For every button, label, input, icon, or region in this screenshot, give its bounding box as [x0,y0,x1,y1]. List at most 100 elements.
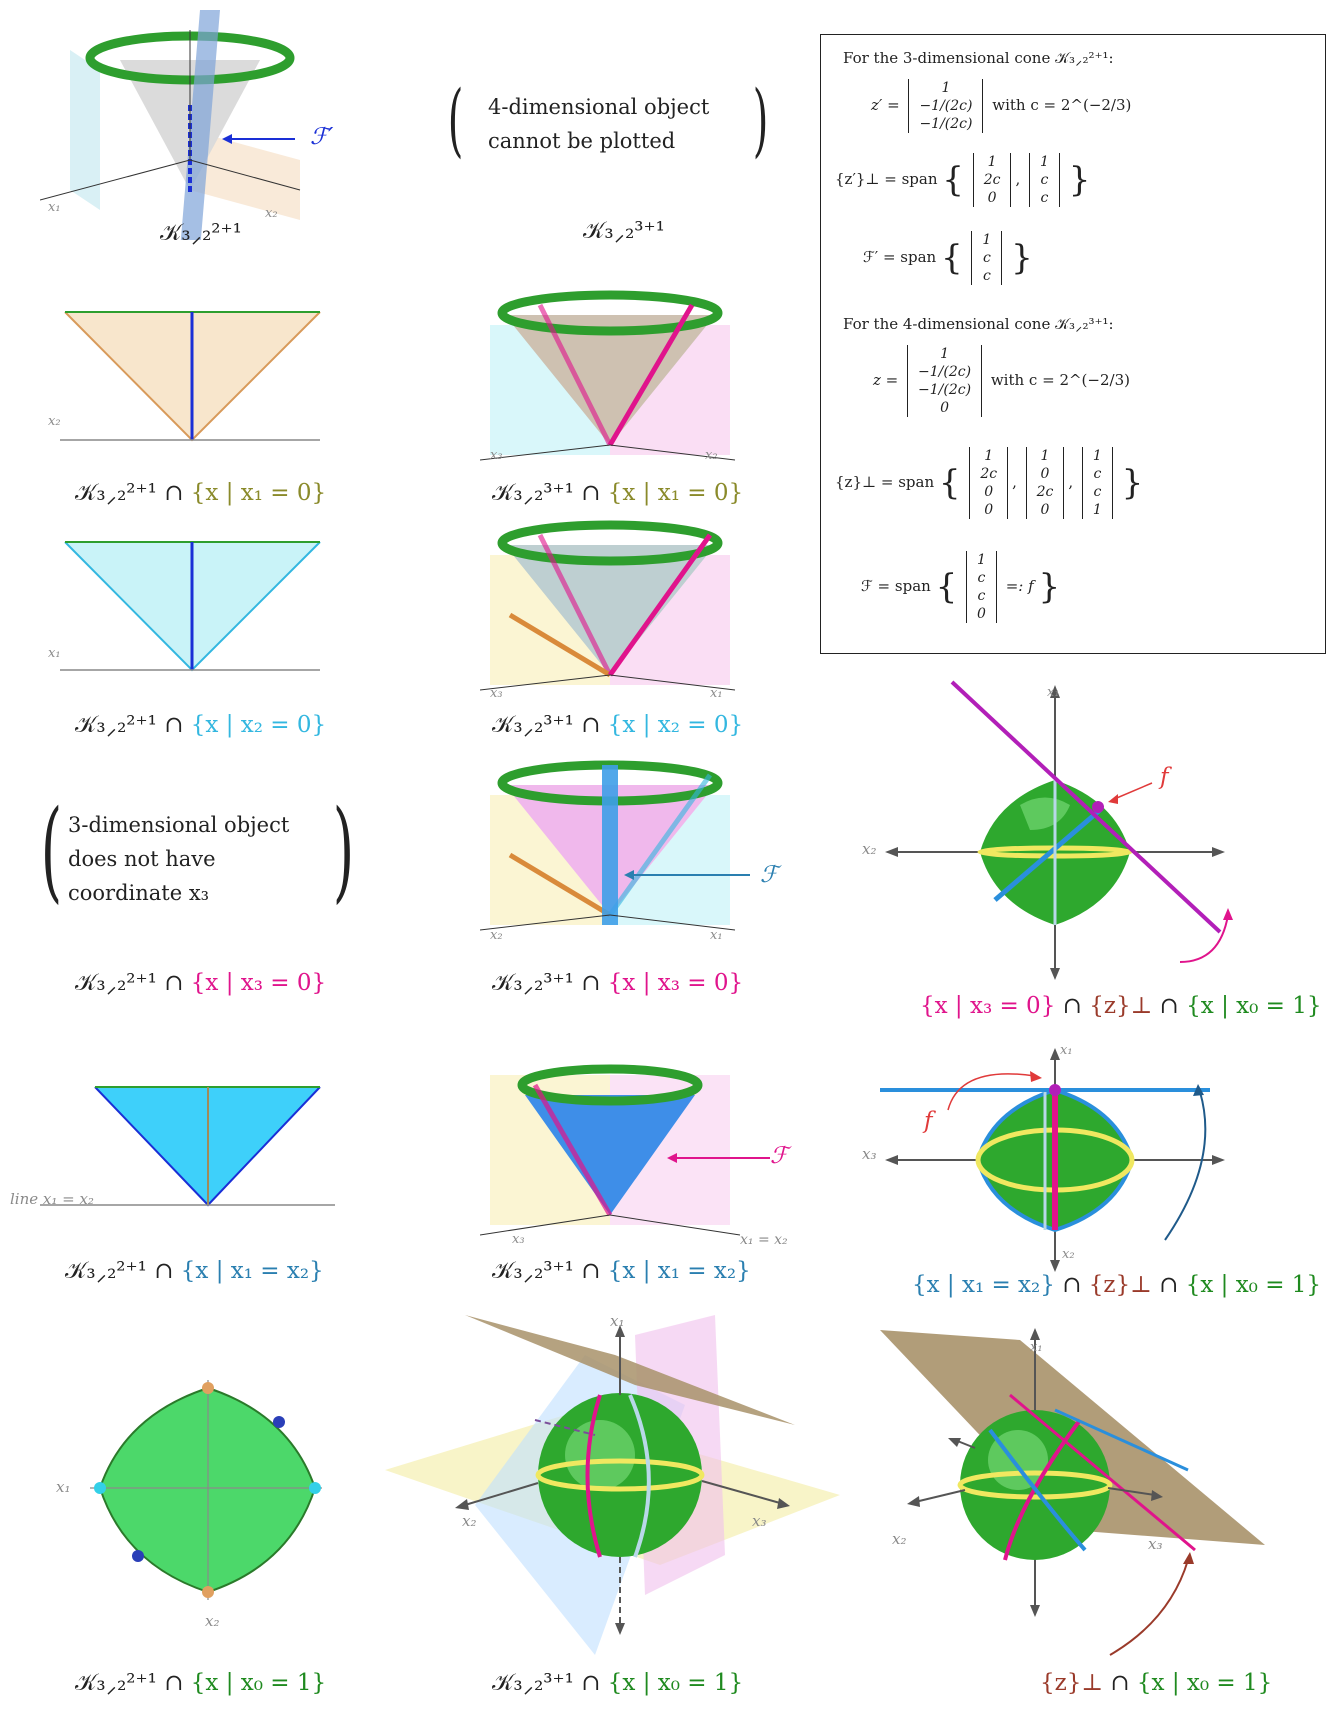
col3-perp-label: {z}⊥ ∩ {x | x₀ = 1} [1040,1670,1272,1696]
fprime-definition: ℱ′ = span { 1 c c } [863,231,1033,285]
vec-entry: 0 [1040,466,1050,482]
slice-k21-x3-label: 𝒦₃⸝₂²⁺¹ ∩ {x | x₃ = 0} [75,970,326,996]
vec-entry: 1 [984,448,994,464]
vec-entry: 1 [1040,154,1049,170]
axis-label-x3: x₃ [490,448,503,463]
set-x1-zero: {x | x₁ = 0} [607,480,744,506]
axis-label-x1: x₁ [1060,1043,1073,1058]
open-brace: { [935,567,958,607]
cone-k21-figure [39,10,340,250]
note-left-paren: ( [447,73,464,166]
line-x1-eq-x2-label: line x₁ = x₂ [10,1190,94,1208]
axis-label-x1: x₁ [710,686,723,701]
slice-k31-x3-figure [479,755,780,955]
cap-symbol: ∩ [1054,1272,1089,1298]
axis-label-x1: x₁ [610,1312,625,1330]
col3-diag-label: {x | x₁ = x₂} ∩ {z}⊥ ∩ {x | x₀ = 1} [912,1272,1321,1298]
slice-k31-x1-figure [479,285,740,475]
set-x0-one: {x | x₀ = 1} [1136,1670,1273,1696]
fprime-lhs: ℱ′ = span [863,248,937,266]
vec-entry: 1 [1092,448,1102,464]
set-x0-one: {x | x₀ = 1} [1185,1272,1322,1298]
vec-entry: 1 [982,232,992,248]
zprime-definition: z′ = 1 −1/(2c) −1/(2c) with c = 2^(−2/3) [871,79,1131,133]
z-vector: 1 −1/(2c) −1/(2c) 0 [907,345,983,417]
slice-k21-x0-figure [60,1370,340,1630]
zprime-lhs: z′ = [871,96,900,114]
set-x1-eq-x2: {x | x₁ = x₂} [607,1258,751,1284]
zprime-perp-vector-1: 1 2c 0 [972,153,1012,207]
axis-label-x2: x₂ [1062,1247,1075,1262]
close-brace: } [1121,463,1144,503]
vec-entry: 1 [940,346,949,362]
z-perp-lhs: {z}⊥ = span [835,473,935,491]
F-vector: 1 c c 0 [966,551,997,623]
axis-label-x2: x₂ [862,840,877,858]
box-heading-3d: For the 3-dimensional cone 𝒦₃⸝₂²⁺¹: [843,49,1114,67]
vec-entry: c [982,250,991,266]
cone-name: 𝒦₃⸝₂³⁺¹ ∩ [492,1670,608,1696]
z-perp-definition: {z}⊥ = span { 1 2c 0 0 , 1 0 2c 0 , 1 c … [835,447,1144,519]
with-c: with c = 2^(−2/3) [990,371,1130,389]
vec-entry: 2c [1036,484,1054,500]
axis-label-x3: x₃ [862,1145,877,1163]
cap-symbol: ∩ [1103,1670,1137,1696]
z-perp: {z}⊥ [1089,993,1153,1019]
axis-label-x2: x₂ [490,928,503,943]
cone-name: 𝒦₃⸝₂³⁺¹ ∩ [492,480,608,506]
slice-k21-x1-label: 𝒦₃⸝₂²⁺¹ ∩ {x | x₁ = 0} [75,480,326,506]
vec-entry: 2c [980,466,998,482]
set-x0-one: {x | x₀ = 1} [1186,993,1322,1019]
cone-k21-label: 𝒦₃⸝₂²⁺¹ [160,220,242,246]
slice-k31-diag-label: 𝒦₃⸝₂³⁺¹ ∩ {x | x₁ = x₂} [492,1258,751,1284]
vec-entry: 1 [977,552,986,568]
zprime-vector: 1 −1/(2c) −1/(2c) [908,79,984,133]
cone-name: 𝒦₃⸝₂²⁺¹ ∩ [75,480,191,506]
z-definition: z = 1 −1/(2c) −1/(2c) 0 with c = 2^(−2/3… [873,345,1130,417]
no-x3-note: 3-dimensional object does not have coord… [68,808,289,910]
cap-symbol: ∩ [1152,993,1187,1019]
cone-name: 𝒦₃⸝₂³⁺¹ ∩ [492,712,608,738]
cone-name: 𝒦₃⸝₂³⁺¹ ∩ [492,970,608,996]
close-brace: } [1068,160,1091,200]
axis-label-x3: x₃ [1148,1535,1163,1553]
vec-entry: c [1040,190,1049,206]
axis-label-x1: x₁ [710,928,723,943]
vec-entry: 1 [1092,502,1102,518]
axis-label-x1: x₁ [48,646,61,661]
close-brace: } [1011,238,1033,278]
axis-label-x2: x₂ [462,1512,477,1530]
vec-entry: c [977,588,986,604]
open-brace: { [938,463,961,503]
fprime-vector: 1 c c [971,231,1003,285]
slice-k21-x2-label: 𝒦₃⸝₂²⁺¹ ∩ {x | x₂ = 0} [75,712,326,738]
vec-entry: 0 [984,502,994,518]
col3-x3-ball-figure [860,670,1330,990]
slice-k21-x1-figure [40,300,340,450]
slice-k31-x2-label: 𝒦₃⸝₂³⁺¹ ∩ {x | x₂ = 0} [492,712,743,738]
cone-k31-label: 𝒦₃⸝₂³⁺¹ [583,218,665,244]
vec-entry: 0 [1040,502,1050,518]
axis-label-x3: x₃ [512,1232,525,1247]
slice-k31-x0-figure [385,1295,850,1665]
note-right-paren: ) [752,73,769,166]
slice-k21-x2-figure [40,530,340,680]
vec-entry: 0 [940,400,949,416]
note-line: coordinate x₃ [68,881,210,905]
axis-label-x1: x₁ [56,1478,71,1496]
zprime-perp-vector-2: 1 c c [1029,153,1060,207]
cone-name: 𝒦₃⸝₂²⁺¹ ∩ [75,1670,191,1696]
z-perp-vector-1: 1 2c 0 0 [969,447,1009,519]
set-x3-zero: {x | x₃ = 0} [920,993,1056,1019]
open-brace: { [942,160,964,200]
col3-perp-ball-figure [870,1320,1330,1660]
cone-name: 𝒦₃⸝₂²⁺¹ ∩ [75,970,191,996]
slice-k31-x2-figure [479,515,740,705]
vec-entry: −1/(2c) [919,116,973,132]
axis-label-x3: x₃ [752,1512,767,1530]
axis-label-x1: x₁ [1047,685,1060,700]
f-label: f [924,1108,933,1134]
z-perp: {z}⊥ [1088,1272,1152,1298]
axis-label-x2: x₂ [48,414,61,429]
axis-label-x2: x₂ [892,1530,907,1548]
